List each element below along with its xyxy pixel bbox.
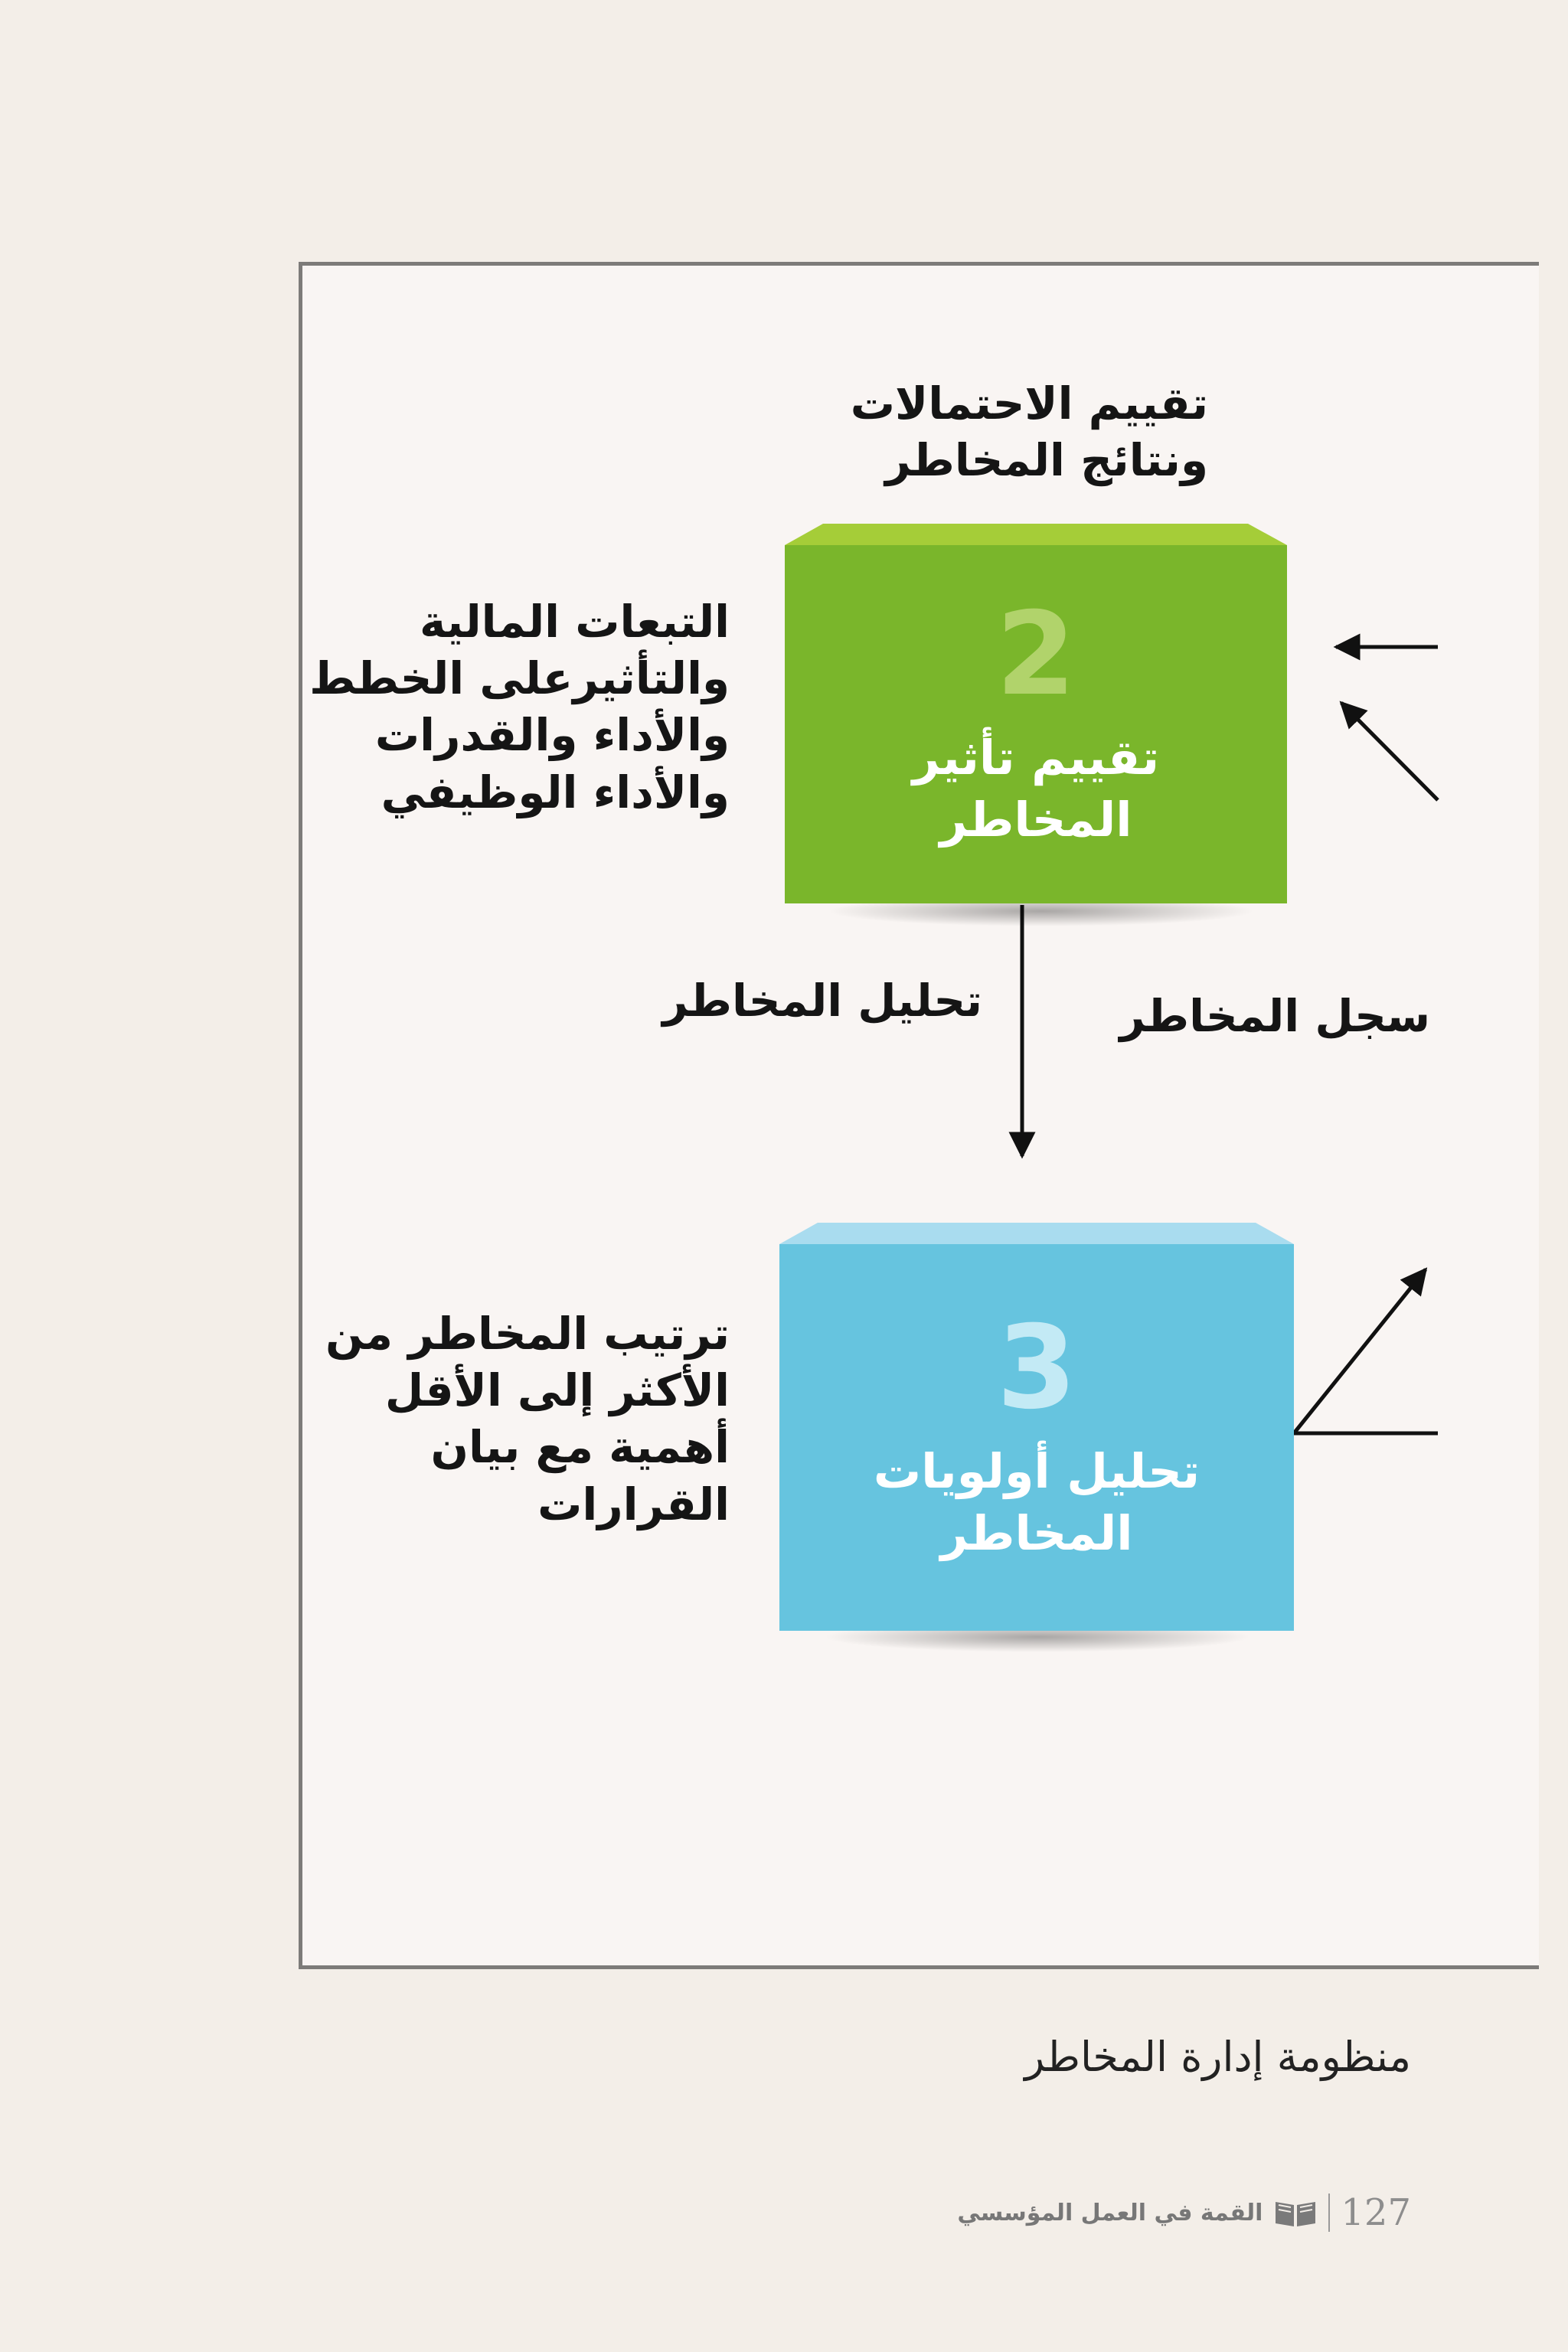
diagonal-arrow-green	[1339, 701, 1439, 802]
step3-title: تحليل أولويات المخاطر	[873, 1442, 1200, 1561]
diagonal-arrow-blue	[1292, 1267, 1428, 1435]
top-label: تقييم الاحتمالات ونتائج المخاطر	[850, 377, 1208, 487]
step3-note: ترتيب المخاطر من الأكثر إلى الأقل أهمية …	[325, 1308, 730, 1530]
step2-note: التبعات المالية والتأثيرعلى الخطط والأدا…	[309, 596, 730, 818]
step2-number: 2	[995, 588, 1076, 722]
page-footer: القمة في العمل المؤسسي 127	[957, 2190, 1411, 2236]
blue-box-bevel	[779, 1223, 1294, 1244]
page-number: 127	[1341, 2191, 1411, 2234]
book-title: القمة في العمل المؤسسي	[957, 2199, 1263, 2226]
green-box-bevel	[785, 524, 1287, 545]
step2-box: 2 تقييم تأثير المخاطر	[785, 545, 1287, 903]
step2-title: تقييم تأثير المخاطر	[912, 730, 1160, 848]
footer-divider	[1328, 2194, 1331, 2232]
step3-box: 3 تحليل أولويات المخاطر	[779, 1244, 1294, 1631]
figure-caption: منظومة إدارة المخاطر	[1024, 2033, 1411, 2081]
open-book-icon	[1276, 2202, 1316, 2226]
arrow-label: تحليل المخاطر	[662, 975, 982, 1027]
step3-number: 3	[996, 1301, 1077, 1435]
register-label: سجل المخاطر	[1119, 990, 1430, 1042]
